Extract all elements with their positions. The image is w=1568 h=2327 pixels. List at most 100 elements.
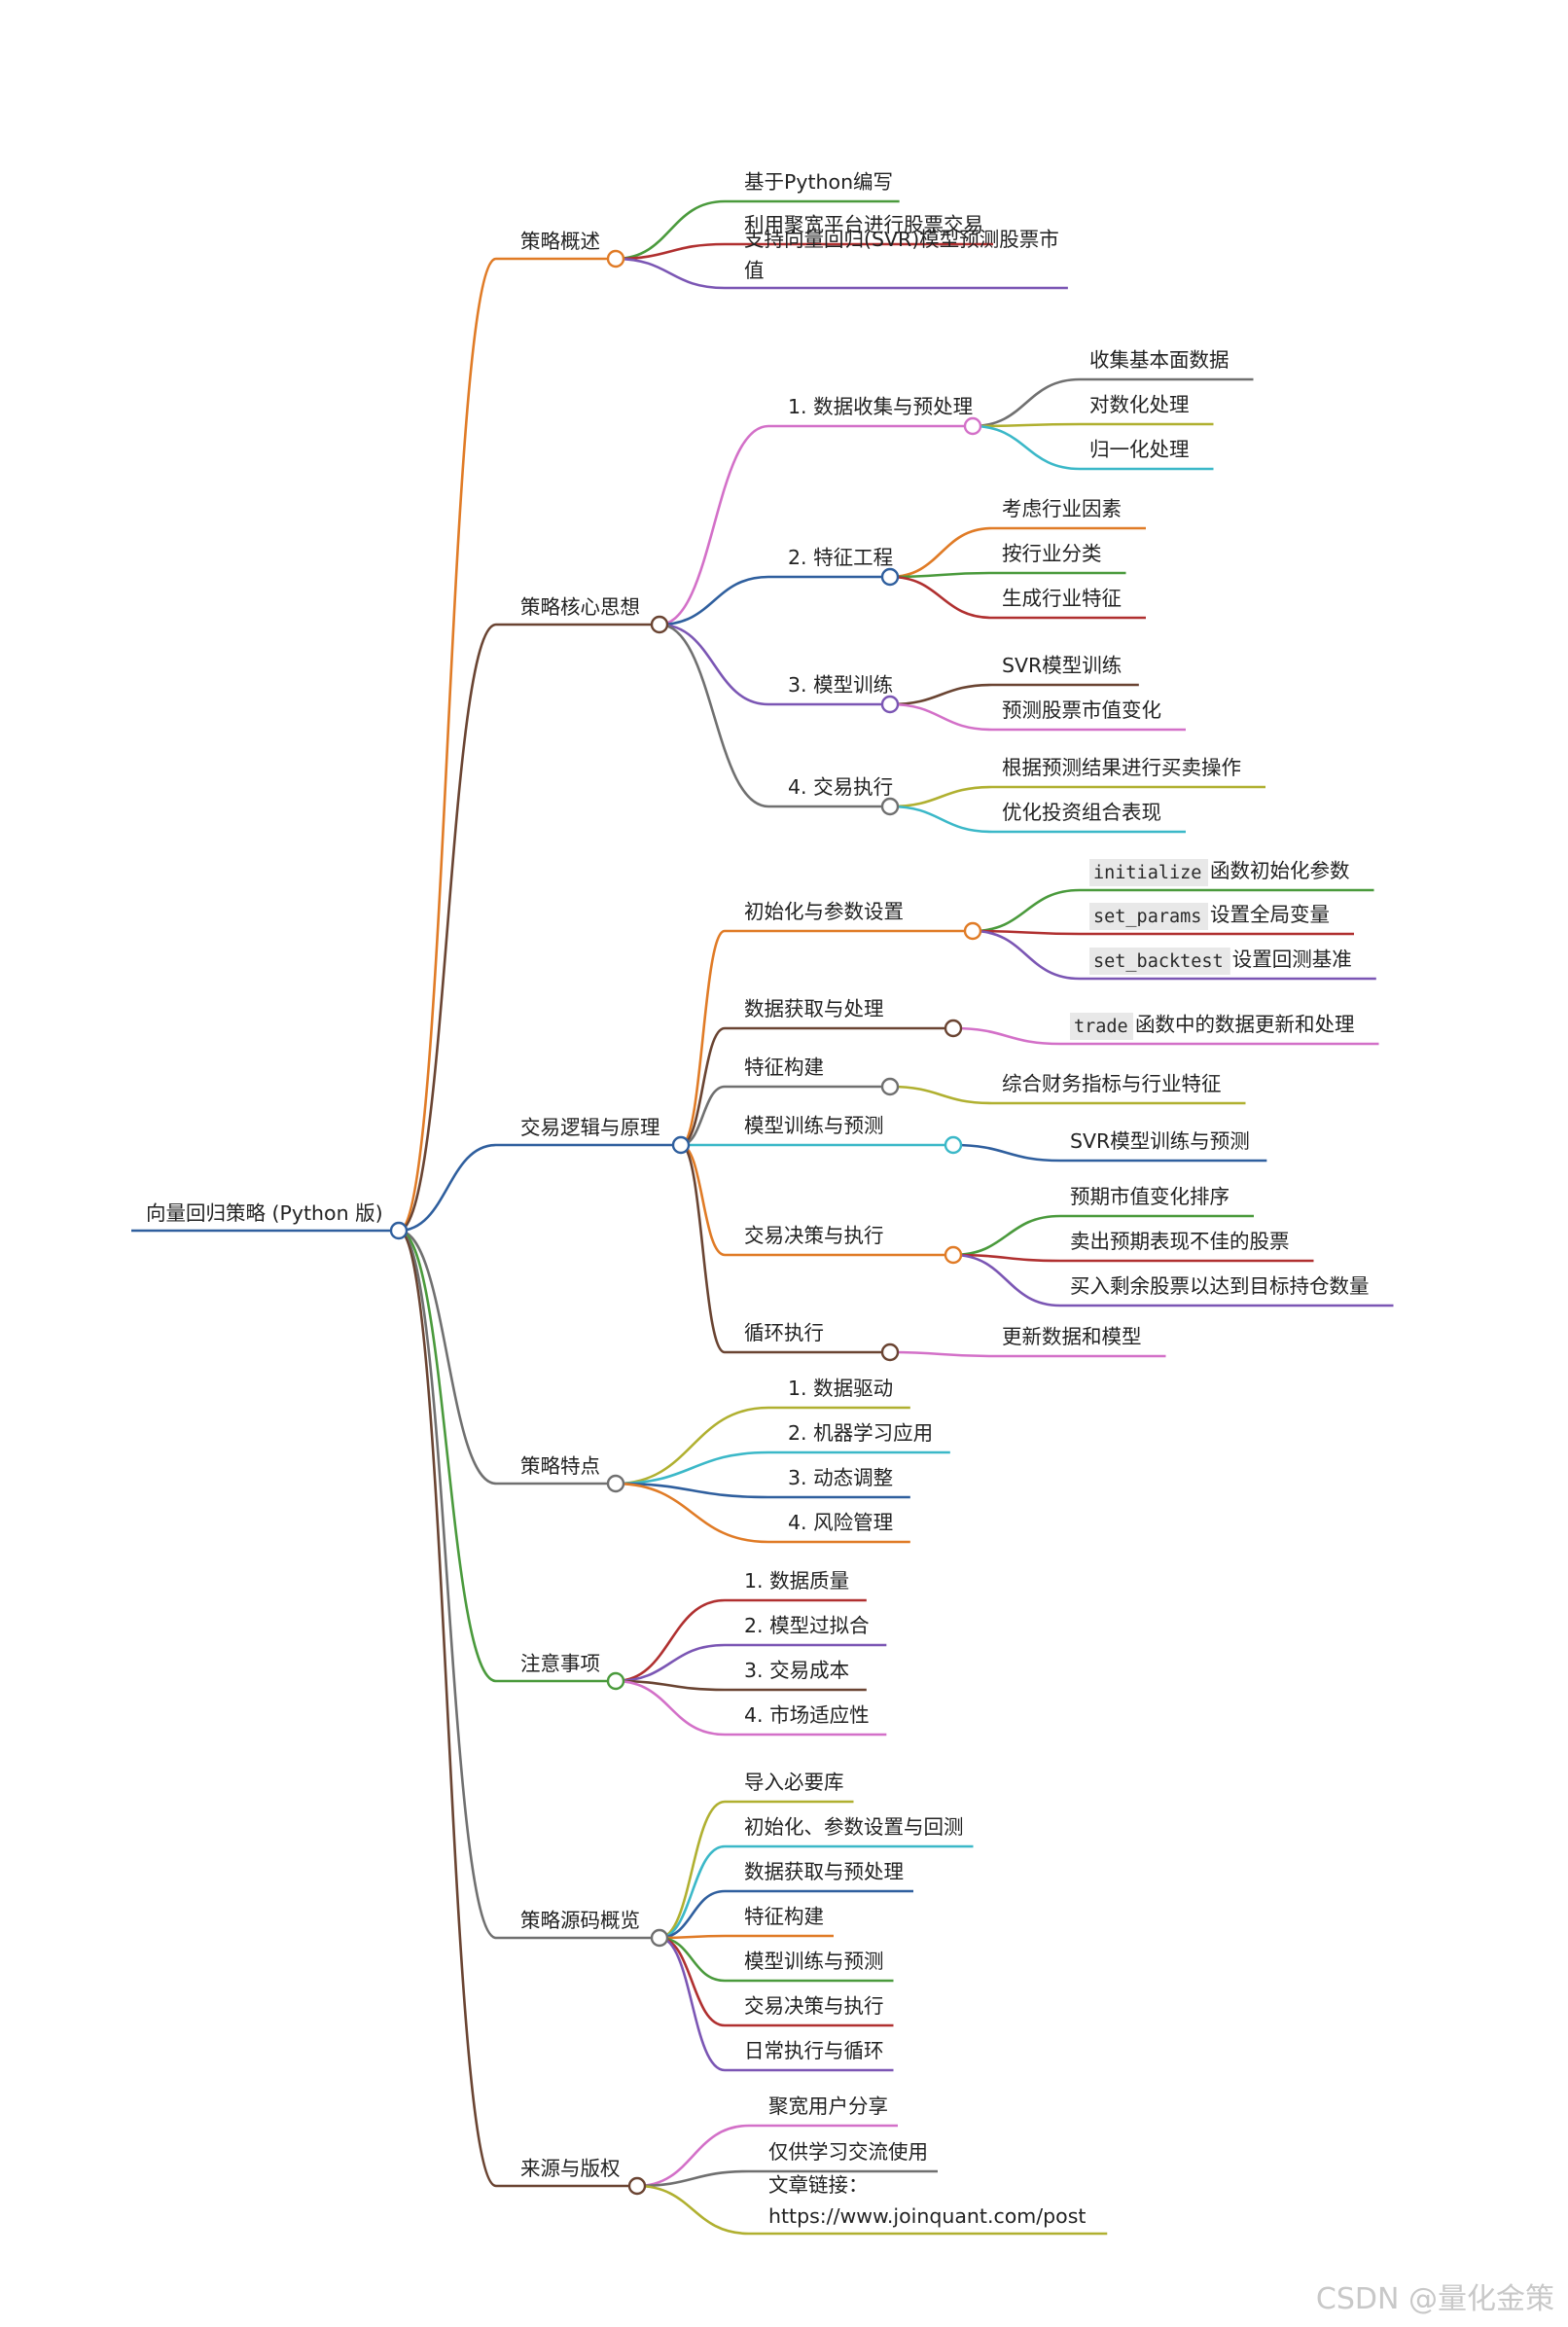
code-highlight <box>1089 859 1208 886</box>
expand-toggle[interactable] <box>606 1474 625 1493</box>
grandchild-connector <box>952 1214 1061 1257</box>
child-connector <box>659 623 769 706</box>
child-connector <box>680 1143 726 1354</box>
branch-5: 策略源码概览 <box>520 1909 640 1932</box>
node-2-4-2: 买入剩余股票以达到目标持仓数量 <box>1070 1274 1370 1298</box>
node-3-3: 4. 风险管理 <box>788 1511 893 1534</box>
branch-3: 策略特点 <box>520 1454 600 1478</box>
child-connector <box>636 2124 750 2188</box>
node-1-1-0: 考虑行业因素 <box>1002 497 1122 520</box>
branch-4: 注意事项 <box>520 1652 600 1675</box>
expand-toggle[interactable] <box>880 695 900 714</box>
node-label: 特征构建 <box>744 1056 824 1079</box>
node-label: 利用聚宽平台进行股票交易 <box>744 213 983 236</box>
node-label: 策略源码概览 <box>520 1909 640 1932</box>
node-label: 预期市值变化排序 <box>1070 1185 1229 1208</box>
branch-connector <box>398 1229 497 1940</box>
node-6-0: 聚宽用户分享 <box>768 2094 888 2118</box>
expand-toggle[interactable] <box>880 567 900 587</box>
node-0-1: 利用聚宽平台进行股票交易 <box>744 213 983 236</box>
node-1-1: 2. 特征工程 <box>788 546 893 569</box>
node-4-3: 4. 市场适应性 <box>744 1703 870 1727</box>
node-0-0: 基于Python编写 <box>744 170 893 194</box>
branch-connector <box>398 1229 497 1683</box>
node-label: 策略概述 <box>520 230 600 253</box>
node-label: 更新数据和模型 <box>1002 1325 1142 1348</box>
expand-toggle[interactable] <box>880 1342 900 1362</box>
node-1-2-0: SVR模型训练 <box>1002 654 1122 677</box>
node-label: 初始化与参数设置 <box>744 900 904 923</box>
expand-toggle[interactable] <box>650 1928 669 1948</box>
node-label-line2: 值 <box>744 259 765 282</box>
child-connector <box>615 1450 769 1486</box>
node-label: 2. 模型过拟合 <box>744 1614 870 1637</box>
node-label: 导入必要库 <box>744 1771 844 1794</box>
node-label: 按行业分类 <box>1002 542 1102 565</box>
expand-toggle[interactable] <box>963 921 982 941</box>
expand-toggle[interactable] <box>671 1135 691 1155</box>
expand-toggle[interactable] <box>944 1135 963 1155</box>
node-label: 卖出预期表现不佳的股票 <box>1070 1230 1290 1253</box>
expand-toggle[interactable] <box>944 1245 963 1265</box>
node-2-2: 特征构建 <box>744 1056 824 1079</box>
expand-toggle[interactable] <box>944 1019 963 1038</box>
child-connector <box>659 1844 726 1940</box>
expand-toggle[interactable] <box>963 416 982 436</box>
code-highlight <box>1089 903 1208 930</box>
node-1-1-1: 按行业分类 <box>1002 542 1102 565</box>
expand-toggle[interactable] <box>606 1671 625 1691</box>
node-4-1: 2. 模型过拟合 <box>744 1614 870 1637</box>
expand-toggle[interactable] <box>880 1077 900 1096</box>
child-connector <box>615 1679 726 1736</box>
node-1-2-1: 预测股票市值变化 <box>1002 698 1161 722</box>
grandchild-connector <box>889 575 993 620</box>
code-text: initialize <box>1093 863 1201 883</box>
code-highlight <box>1070 1013 1133 1040</box>
expand-toggle[interactable] <box>627 2176 647 2196</box>
node-label: 1. 数据收集与预处理 <box>788 395 973 418</box>
node-label: 向量回归策略 (Python 版) <box>146 1201 383 1225</box>
node-label: SVR模型训练与预测 <box>1070 1129 1250 1153</box>
node-label: 文章链接： <box>768 2173 869 2197</box>
node-label: 3. 模型训练 <box>788 673 893 697</box>
node-1-0-0: 收集基本面数据 <box>1089 348 1229 372</box>
expand-toggle[interactable] <box>606 249 625 268</box>
node-label: 函数中的数据更新和处理 <box>1135 1013 1355 1036</box>
node-2-3: 模型训练与预测 <box>744 1114 884 1137</box>
node-label: 归一化处理 <box>1089 438 1190 461</box>
node-label: 买入剩余股票以达到目标持仓数量 <box>1070 1274 1370 1298</box>
node-2-5-0: 更新数据和模型 <box>1002 1325 1142 1348</box>
child-connector <box>615 257 726 290</box>
branch-connector <box>398 1229 497 2188</box>
branch-2: 交易逻辑与原理 <box>520 1116 660 1139</box>
child-connector <box>659 424 769 626</box>
node-5-0: 导入必要库 <box>744 1771 844 1794</box>
node-4-2: 3. 交易成本 <box>744 1659 849 1682</box>
node-2-4-0: 预期市值变化排序 <box>1070 1185 1229 1208</box>
child-connector <box>615 242 726 261</box>
child-connector <box>659 623 769 808</box>
grandchild-connector <box>889 1350 993 1358</box>
node-label: 支持向量回归(SVR)模型预测股票市 <box>744 228 1059 251</box>
node-1-3-0: 根据预测结果进行买卖操作 <box>1002 756 1241 779</box>
node-2-3-0: SVR模型训练与预测 <box>1070 1129 1250 1153</box>
root-node: 向量回归策略 (Python 版) <box>146 1201 383 1225</box>
grandchild-connector <box>889 702 993 732</box>
node-label: 聚宽用户分享 <box>768 2094 888 2118</box>
child-connector <box>636 2169 750 2188</box>
node-label: 预测股票市值变化 <box>1002 698 1161 722</box>
node-6-2: 文章链接：https://www.joinquant.com/post <box>768 2173 1086 2228</box>
root-toggle[interactable] <box>389 1221 409 1240</box>
expand-toggle[interactable] <box>880 797 900 816</box>
child-connector <box>680 929 726 1147</box>
node-5-4: 模型训练与预测 <box>744 1950 884 1973</box>
node-2-1: 数据获取与处理 <box>744 997 884 1020</box>
node-1-1-2: 生成行业特征 <box>1002 587 1122 610</box>
node-3-0: 1. 数据驱动 <box>788 1377 893 1400</box>
node-label: 日常执行与循环 <box>744 2039 884 2062</box>
node-label: 3. 交易成本 <box>744 1659 849 1682</box>
expand-toggle[interactable] <box>650 615 669 634</box>
node-label: SVR模型训练 <box>1002 654 1122 677</box>
child-connector <box>615 1482 769 1544</box>
